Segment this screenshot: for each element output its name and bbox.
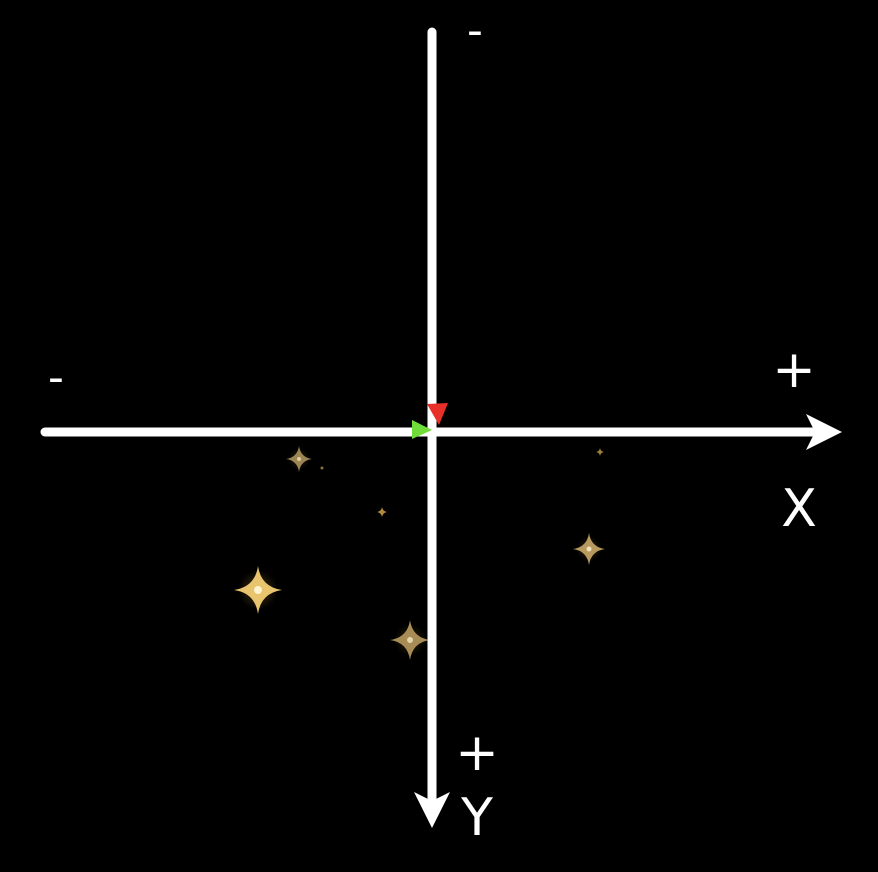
y-axis-negative-sign: -: [467, 5, 483, 56]
y-axis: [414, 27, 450, 828]
origin-markers: [412, 403, 448, 439]
x-axis-negative-sign: -: [48, 352, 64, 403]
green-triangle-marker: [412, 420, 432, 439]
sparkle-icon: [320, 466, 324, 470]
x-axis-arrowhead: [806, 414, 842, 450]
sparkle-icon: [390, 620, 430, 660]
x-axis-name: X: [781, 479, 817, 539]
sparkle-icon: [286, 446, 312, 472]
y-axis-positive-sign: +: [455, 723, 499, 783]
red-triangle-marker: [427, 403, 448, 425]
x-axis-positive-sign: +: [772, 340, 816, 400]
sparkle-decorations: [234, 446, 605, 660]
y-axis-arrowhead: [414, 792, 450, 828]
sparkle-icon: [573, 533, 605, 565]
y-axis-name: Y: [460, 788, 493, 848]
sparkle-icon: [234, 566, 282, 614]
sparkle-icon: [596, 448, 604, 456]
sparkle-icon: [377, 507, 387, 517]
